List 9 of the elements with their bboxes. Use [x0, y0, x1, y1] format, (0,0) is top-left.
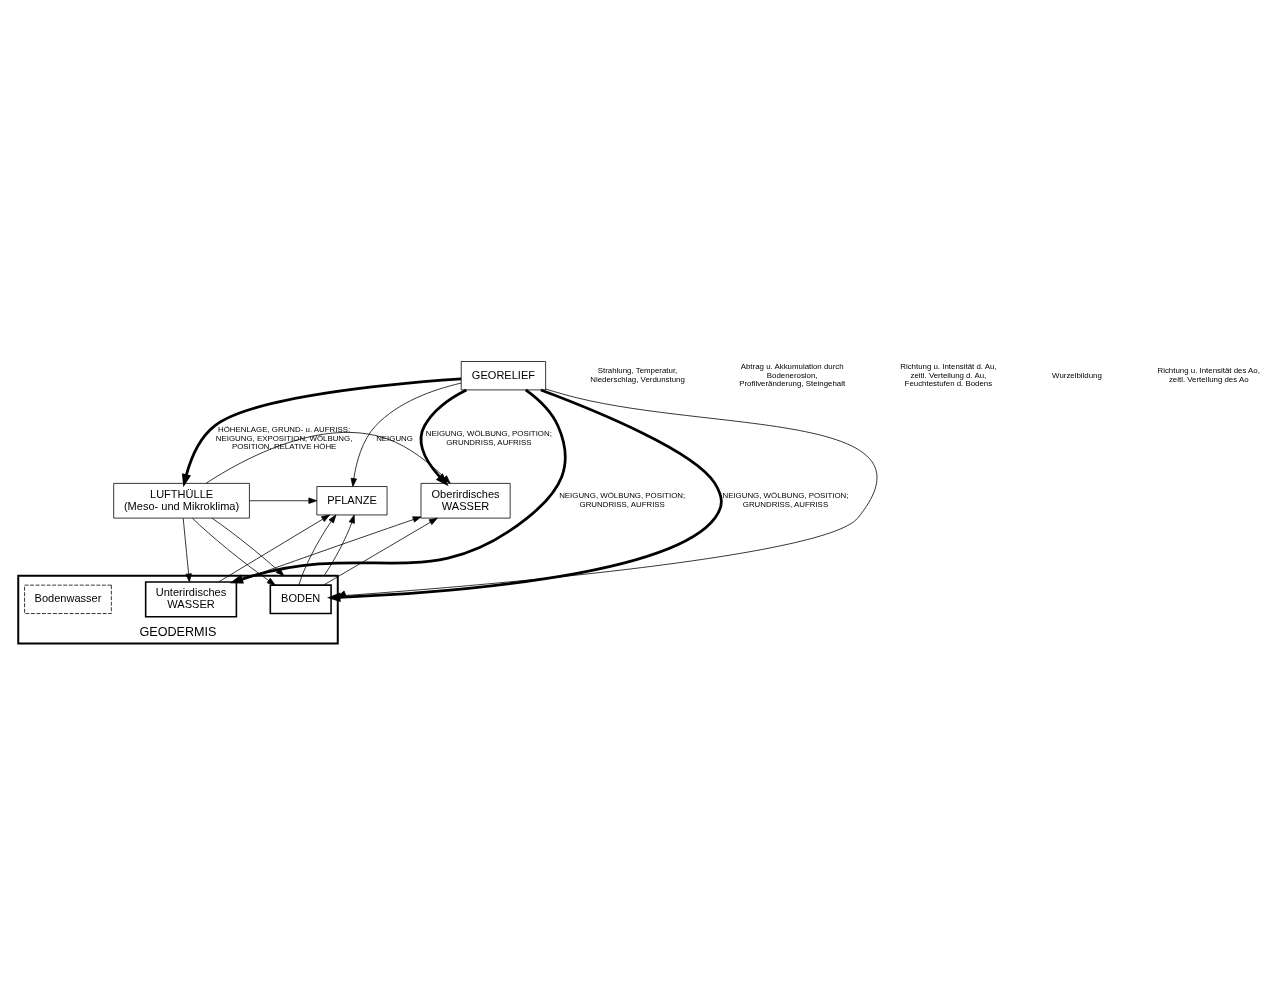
label: Richtung u. Intensität des Ao, zeitl. Verteilung des Ao [1157, 366, 1260, 385]
edge-label: HÖHENLAGE, GRUND- u. AUFRISS; NEIGUNG, EXPOSITION, WÖLBUNG, POSITION, RELATIVE HÖHE [215, 425, 353, 452]
label: Strahlung, Temperatur, Niederschlag, Verdunstung [590, 366, 685, 385]
edge-label: NEIGUNG, WÖLBUNG, POSITION; GRUNDRISS, AUFRISS [722, 491, 849, 510]
edge-label: NEIGUNG, WÖLBUNG, POSITION; GRUNDRISS, AUFRISS [559, 491, 686, 510]
edge-label: NEIGUNG, WÖLBUNG, POSITION; GRUNDRISS, AUFRISS [425, 429, 552, 448]
label: Richtung u. Intensität d. Au, zeitl. Verteilung d. Au, Feuchtestufen d. Bodens [900, 361, 997, 389]
label: Abtrag u. Akkumulation durch Bodenerosion, Profilveränderung, Steingehalt [739, 361, 846, 389]
label: Wurzelbildung [1052, 370, 1102, 380]
